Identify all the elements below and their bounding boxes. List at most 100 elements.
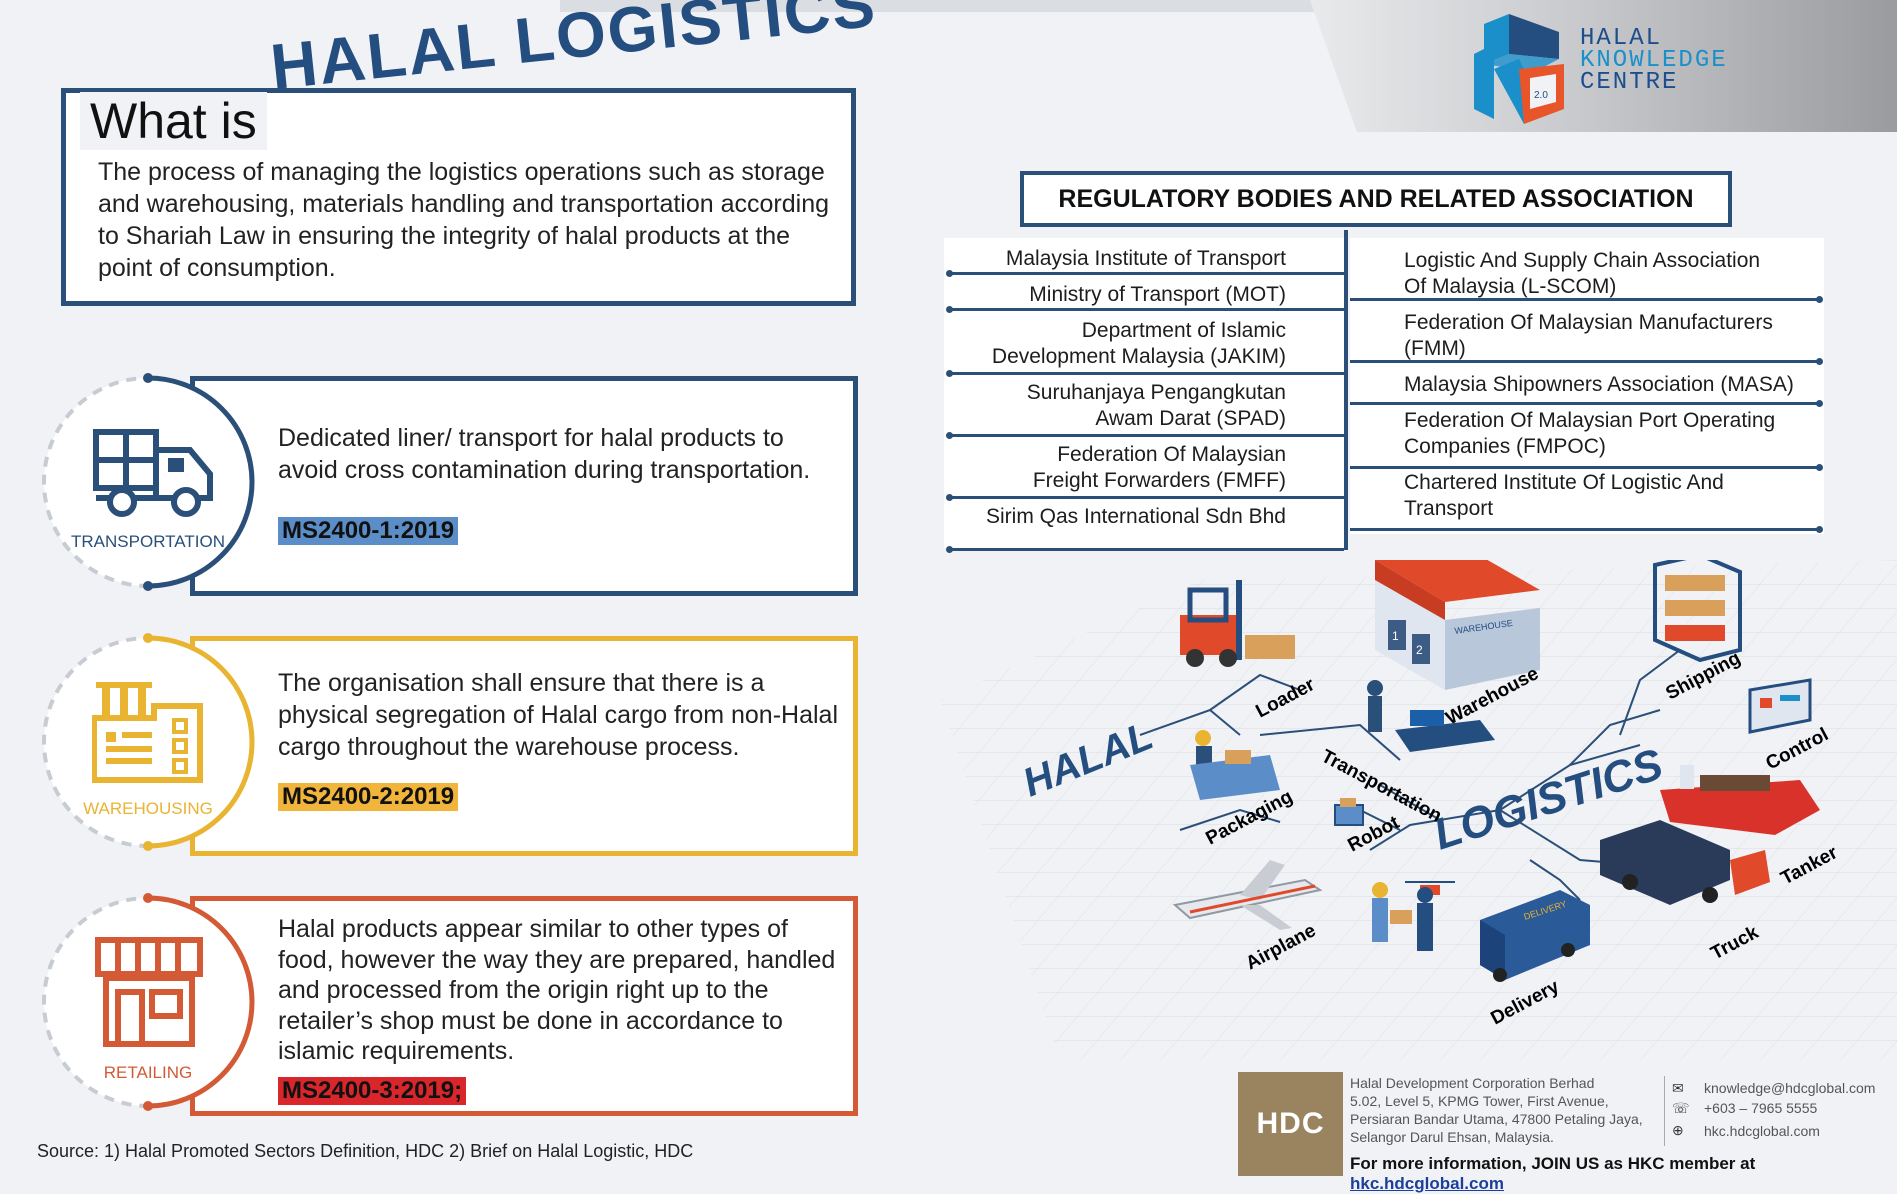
regulatory-item-line: Suruhanjaya Pengangkutan — [1026, 381, 1286, 404]
warehousing-arc — [42, 633, 255, 851]
join-text: For more information, JOIN US as HKC mem… — [1350, 1154, 1756, 1173]
regulatory-rule-dot — [946, 546, 953, 553]
regulatory-item-line: Freight Forwarders (FMFF) — [1032, 469, 1286, 492]
delivery-van-icon: DELIVERY — [1480, 890, 1590, 982]
address-line: 5.02, Level 5, KPMG Tower, First Avenue, — [1350, 1093, 1609, 1109]
regulatory-item-line: Federation Of Malaysian — [1057, 443, 1286, 466]
address-line: Halal Development Corporation Berhad — [1350, 1075, 1595, 1091]
regulatory-rule-dot — [946, 432, 953, 439]
regulatory-rule — [1350, 402, 1820, 405]
transportation-label: TRANSPORTATION — [71, 532, 225, 551]
warehousing-standard: MS2400-2:2019 — [278, 783, 459, 811]
regulatory-rule — [950, 496, 1344, 499]
regulatory-item-line: Development Malaysia (JAKIM) — [991, 345, 1286, 368]
regulatory-rule — [950, 272, 1344, 275]
regulatory-right-panel — [1350, 238, 1824, 534]
logo-band — [1310, 0, 1897, 132]
warehouse-building-icon: 1 2 WAREHOUSE — [1375, 560, 1540, 690]
svg-text:1: 1 — [1392, 629, 1399, 643]
regulatory-rule — [1350, 298, 1820, 301]
svg-text:2: 2 — [1416, 643, 1423, 657]
shop-icon — [95, 937, 203, 1047]
contact-phone: +603 – 7965 5555 — [1704, 1100, 1818, 1116]
retailing-standard: MS2400-3:2019; — [278, 1077, 467, 1105]
footer-divider — [1664, 1076, 1665, 1146]
transportation-standard: MS2400-1:2019 — [278, 517, 459, 545]
regulatory-rule-dot — [1816, 358, 1823, 365]
regulatory-rule — [950, 372, 1344, 375]
retailing-text: Halal products appear similar to other t… — [278, 915, 836, 1065]
hkc-logo-text: HALAL KNOWLEDGE CENTRE — [1580, 25, 1728, 96]
regulatory-rule — [1350, 528, 1820, 531]
regulatory-right-list: Logistic And Supply Chain Association Of … — [1350, 238, 1826, 538]
control-screen-icon — [1748, 678, 1812, 734]
packaging-icon — [1190, 730, 1280, 800]
airplane-icon — [1172, 860, 1323, 930]
regulatory-item-line: Of Malaysia (L-SCOM) — [1404, 275, 1617, 298]
logo-line1: HALAL — [1580, 25, 1663, 52]
warehouse-icon — [92, 682, 203, 783]
logistics-illustration: 1 2 WAREHOUSE — [940, 560, 1897, 1060]
hkc-logo-icon: 2.0 — [1474, 14, 1564, 124]
join-note: For more information, JOIN US as HKC mem… — [1350, 1154, 1897, 1194]
address-block: Halal Development Corporation Berhad 5.0… — [1350, 1074, 1660, 1146]
regulatory-rule — [950, 308, 1344, 311]
regulatory-item-line: Malaysia Institute of Transport — [1005, 247, 1286, 270]
regulatory-rule-dot — [1816, 526, 1823, 533]
globe-icon: ⊕ — [1672, 1122, 1684, 1138]
tanker-ship-icon — [1660, 765, 1820, 835]
join-link[interactable]: hkc.hdcglobal.com — [1350, 1174, 1504, 1193]
regulatory-item-line: Ministry of Transport (MOT) — [1029, 283, 1286, 306]
address-line: Selangor Darul Ehsan, Malaysia. — [1350, 1129, 1554, 1145]
definition-text: The process of managing the logistics op… — [98, 158, 830, 282]
warehousing-text: The organisation shall ensure that there… — [278, 669, 839, 761]
regulatory-rule-dot — [1816, 464, 1823, 471]
mail-icon: ✉ — [1672, 1080, 1684, 1096]
source-note: Source: 1) Halal Promoted Sectors Defini… — [37, 1141, 694, 1161]
address-line: Persiaran Bandar Utama, 47800 Petaling J… — [1350, 1111, 1643, 1127]
delivery-people-icon — [1372, 882, 1433, 951]
regulatory-item-line: Awam Darat (SPAD) — [1095, 407, 1286, 430]
regulatory-right-item: Federation Of Malaysian Manufacturers(FM… — [1404, 310, 1824, 362]
warehousing-card — [190, 636, 858, 856]
regulatory-rule — [950, 434, 1344, 437]
regulatory-rule-dot — [1816, 296, 1823, 303]
cargo-truck-icon — [1600, 820, 1770, 905]
contact-web[interactable]: hkc.hdcglobal.com — [1704, 1123, 1820, 1139]
regulatory-left-item: Ministry of Transport (MOT) — [926, 282, 1286, 308]
regulatory-rule — [1350, 466, 1820, 469]
regulatory-item-line: Department of Islamic — [1081, 319, 1286, 342]
regulatory-item-line: Logistic And Supply Chain Association — [1404, 249, 1761, 272]
logo-badge: 2.0 — [1534, 90, 1548, 101]
regulatory-rule-dot — [946, 270, 953, 277]
trolley-icon — [1367, 680, 1495, 752]
regulatory-rule — [950, 548, 1344, 551]
contact-email[interactable]: knowledge@hdcglobal.com — [1704, 1080, 1876, 1096]
logo-line2: KNOWLEDGE — [1580, 47, 1728, 74]
regulatory-item-line: Federation Of Malaysian Port Operating — [1404, 409, 1776, 432]
regulatory-rule-dot — [946, 306, 953, 313]
regulatory-right-item: Logistic And Supply Chain Association Of … — [1404, 248, 1824, 300]
forklift-icon — [1180, 580, 1295, 667]
truck-icon — [93, 429, 213, 517]
regulatory-right-item: Malaysia Shipowners Association (MASA) — [1404, 372, 1824, 398]
transportation-card — [190, 376, 858, 596]
regulatory-item-line: Federation Of Malaysian Manufacturers — [1404, 311, 1773, 334]
regulatory-rule — [1350, 360, 1820, 363]
regulatory-item-line: Transport — [1404, 497, 1494, 520]
robot-icon — [1334, 798, 1364, 826]
regulatory-left-item: Sirim Qas International Sdn Bhd — [926, 504, 1286, 530]
shipping-shelves-icon — [1653, 560, 1742, 663]
regulatory-item-line: Companies (FMPOC) — [1404, 435, 1606, 458]
phone-icon: ☏ — [1672, 1100, 1690, 1116]
logo-line3: CENTRE — [1580, 69, 1679, 96]
regulatory-left-item: Malaysia Institute of Transport — [926, 246, 1286, 272]
what-is-label: What is — [80, 92, 267, 150]
transportation-text: Dedicated liner/ transport for halal pro… — [278, 424, 811, 484]
